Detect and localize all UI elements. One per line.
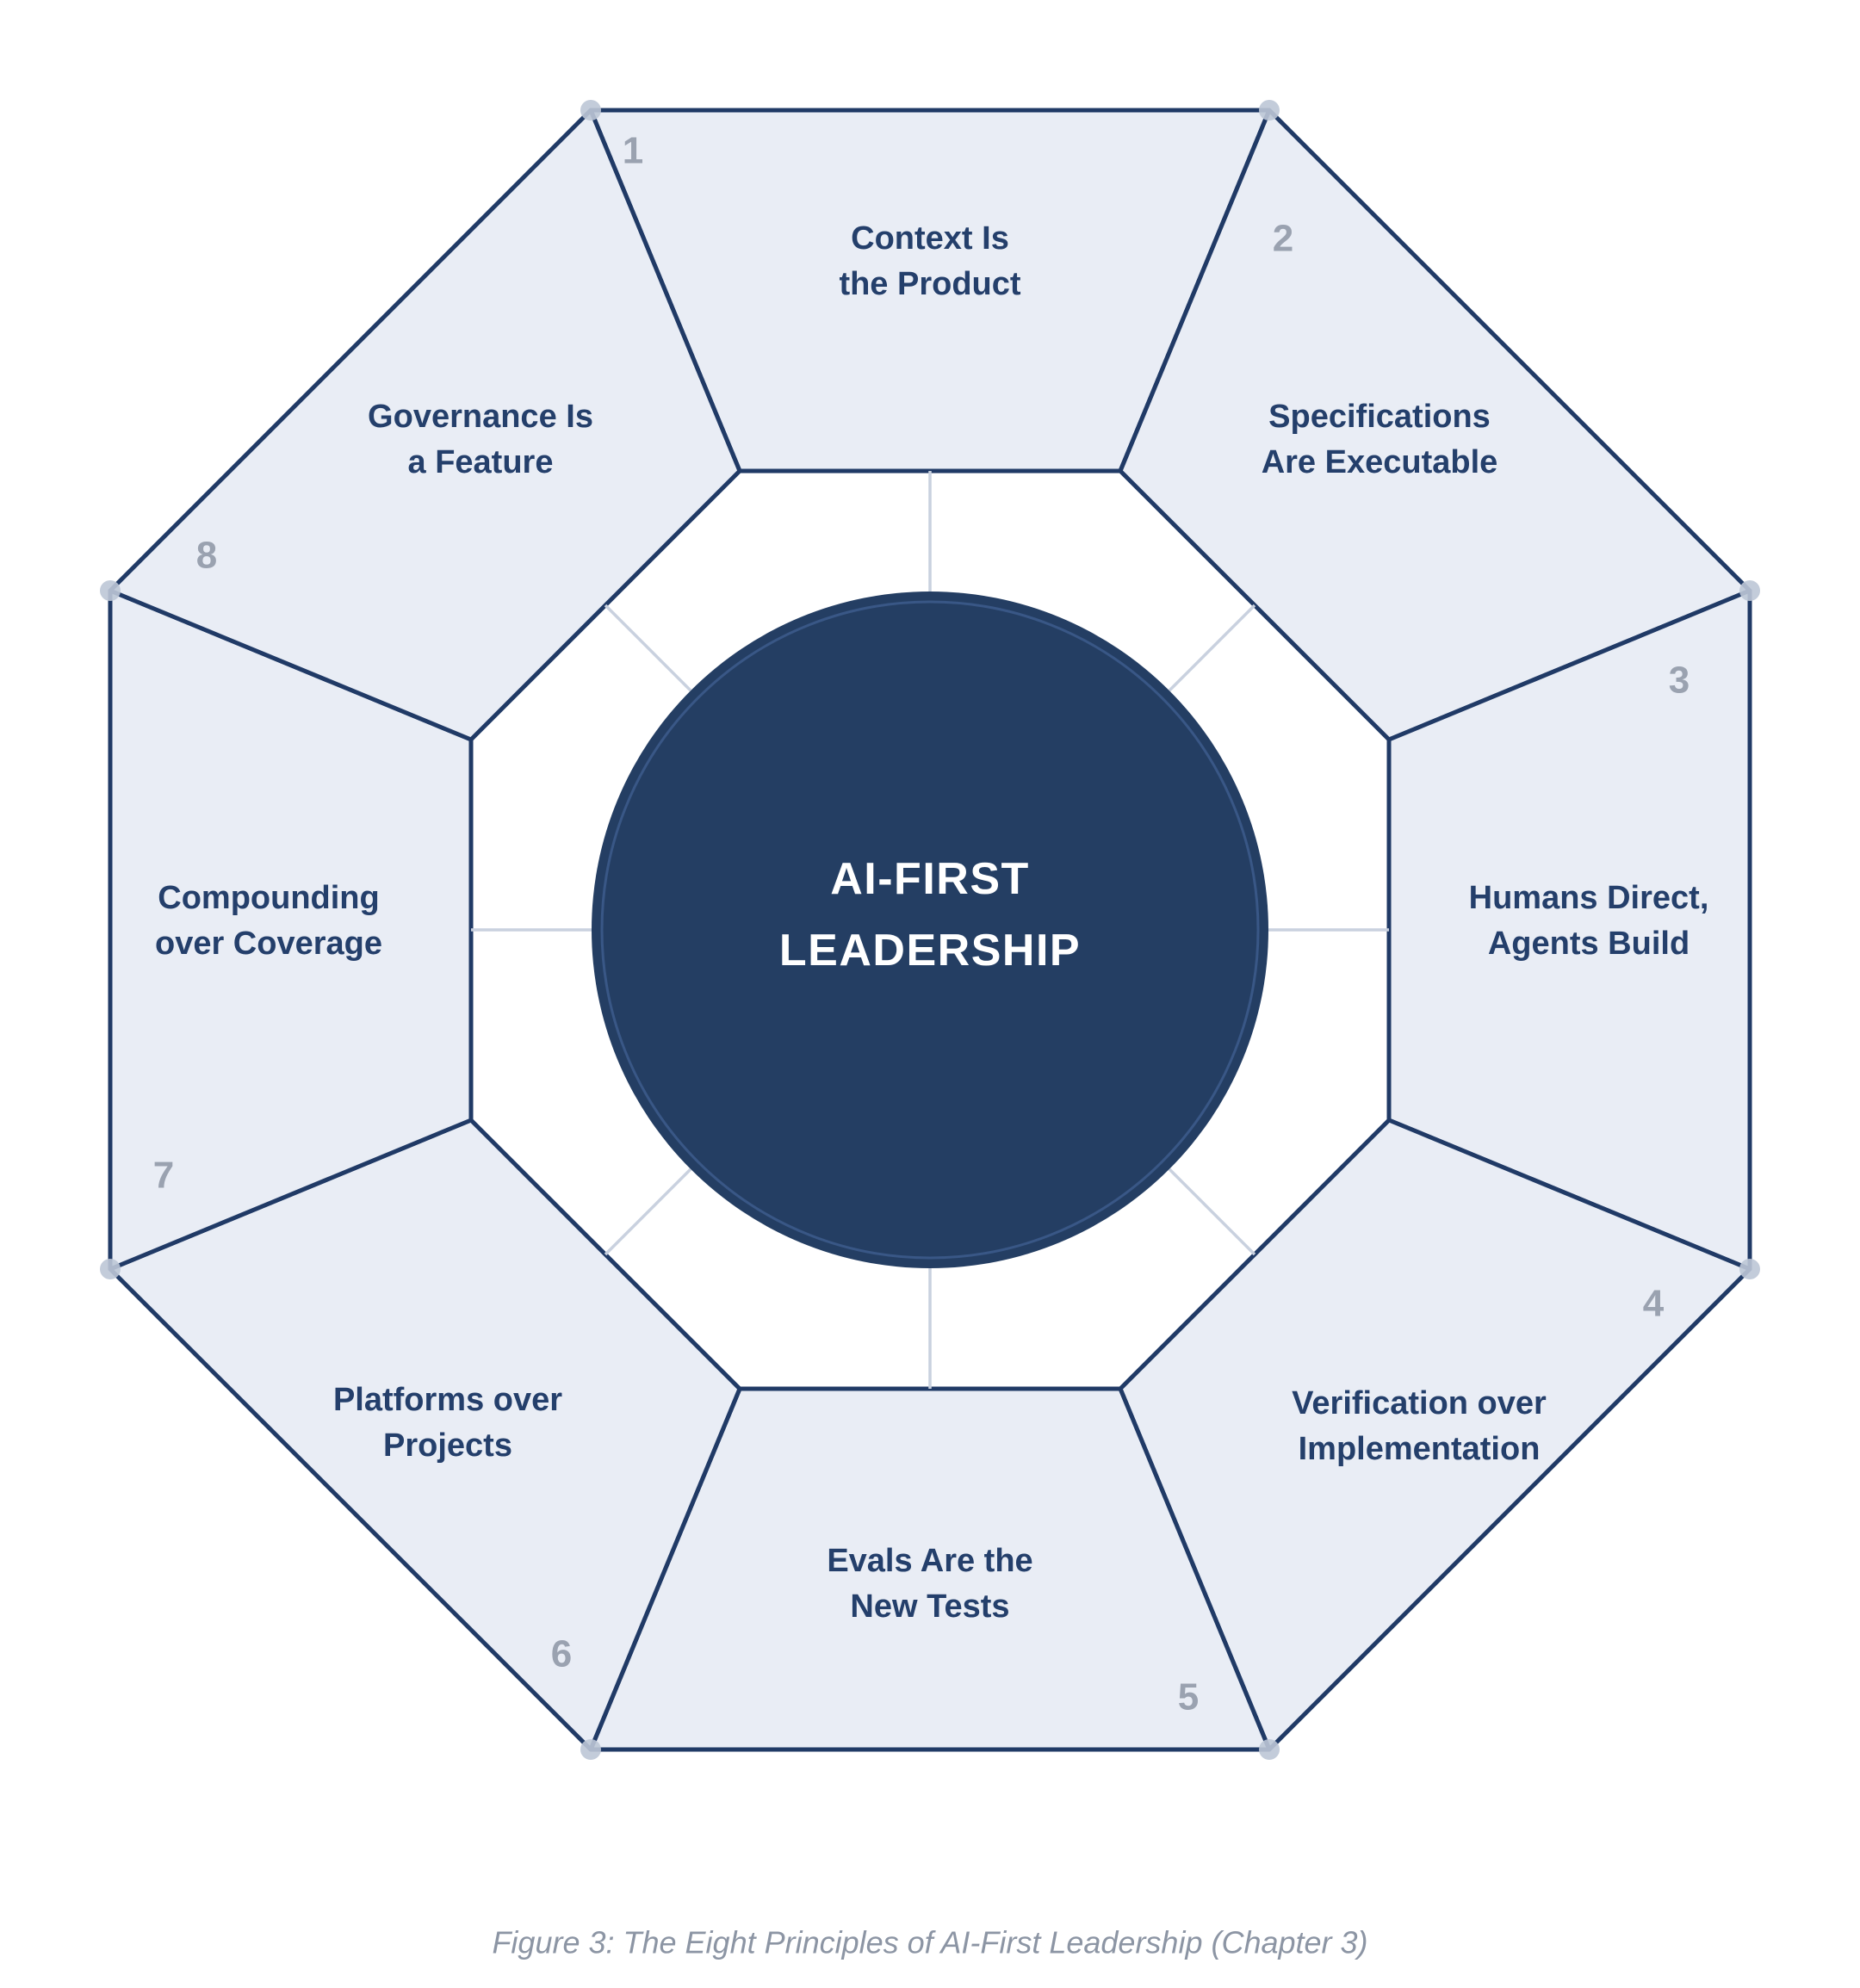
segment-2-number: 2 xyxy=(1273,218,1293,260)
segment-3-label-line1: Humans Direct, xyxy=(1469,880,1709,916)
segment-8-label-line1: Governance Is xyxy=(368,399,593,435)
octagon-segments xyxy=(108,108,1752,1752)
segment-1-label-line1: Context Is xyxy=(851,220,1009,257)
segment-labels: Context Is the Product Specifications Ar… xyxy=(155,220,1708,1625)
segment-3-number: 3 xyxy=(1669,660,1690,702)
segment-1-label-line2: the Product xyxy=(839,266,1020,302)
vertex-dot-1 xyxy=(580,100,601,121)
segment-8-number: 8 xyxy=(196,535,217,577)
spoke-connectors xyxy=(471,471,1389,1389)
vertex-dot-3 xyxy=(1739,580,1760,601)
vertex-dot-8 xyxy=(100,580,121,601)
segment-5-label-line2: New Tests xyxy=(850,1589,1009,1625)
segment-2-label-line2: Are Executable xyxy=(1262,444,1498,480)
connector-bottom-left xyxy=(604,1167,692,1256)
segment-numbers: 1 2 3 4 5 6 7 8 xyxy=(153,130,1690,1719)
segment-4-label-line2: Implementation xyxy=(1299,1431,1541,1467)
center-title: AI-FIRST LEADERSHIP xyxy=(779,854,1081,975)
center-circle xyxy=(592,591,1268,1268)
segment-5-number: 5 xyxy=(1178,1676,1199,1719)
segment-4-number: 4 xyxy=(1643,1283,1665,1325)
center-title-line2: LEADERSHIP xyxy=(779,926,1081,975)
segment-3-label-line2: Agents Build xyxy=(1488,926,1690,962)
segment-1-number: 1 xyxy=(623,130,643,172)
center-title-line1: AI-FIRST xyxy=(830,854,1030,904)
segment-2-label-line1: Specifications xyxy=(1268,399,1491,435)
vertex-dot-5 xyxy=(1259,1739,1280,1760)
connector-top-left xyxy=(604,604,692,692)
vertex-dot-2 xyxy=(1259,100,1280,121)
vertex-dot-6 xyxy=(580,1739,601,1760)
segment-4-label-line1: Verification over xyxy=(1292,1385,1547,1421)
segment-6-number: 6 xyxy=(551,1633,572,1675)
vertex-dots xyxy=(100,100,1760,1760)
segment-7-number: 7 xyxy=(153,1155,174,1197)
segment-6-label-line1: Platforms over xyxy=(333,1382,562,1418)
segment-8-label-line2: a Feature xyxy=(408,444,554,480)
octagon-segment-8 xyxy=(108,108,742,742)
segment-7-label-line1: Compounding xyxy=(158,880,379,916)
vertex-dot-7 xyxy=(100,1259,121,1279)
segment-6-label-line2: Projects xyxy=(383,1428,512,1464)
segment-7-label-line2: over Coverage xyxy=(155,926,382,962)
vertex-dot-4 xyxy=(1739,1259,1760,1279)
figure-caption: Figure 3: The Eight Principles of AI-Fir… xyxy=(492,1925,1367,1960)
connector-bottom-right xyxy=(1168,1167,1256,1256)
connector-top-right xyxy=(1168,604,1256,692)
segment-5-label-line1: Evals Are the xyxy=(827,1543,1032,1579)
center-circle-inner-ring xyxy=(600,600,1260,1260)
